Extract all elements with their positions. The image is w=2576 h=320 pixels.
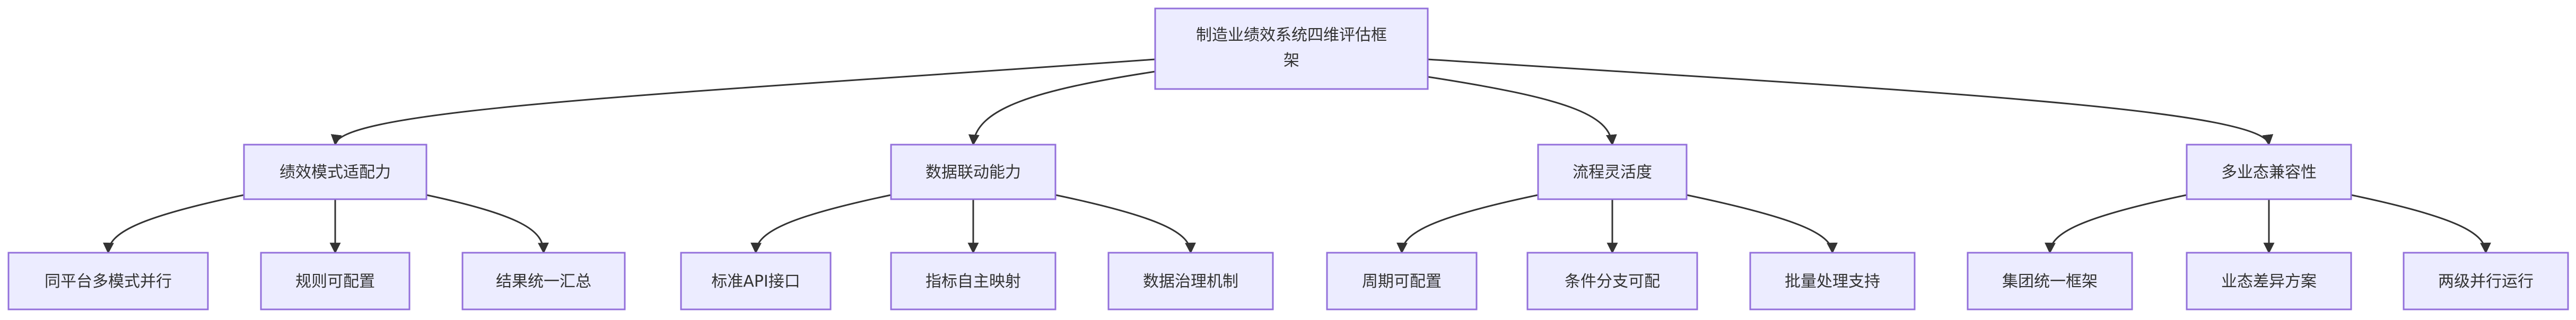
leaf-node-1-3: 结果统一汇总 [461, 252, 626, 310]
leaf-node-3-1-label: 周期可配置 [1362, 272, 1442, 291]
leaf-node-3-3-label: 批量处理支持 [1785, 272, 1880, 291]
edge-dimension-1-to-child-1 [103, 194, 244, 254]
edge-root-to-dimension-4 [1427, 58, 2274, 146]
leaf-node-2-1-label: 标准API接口 [711, 272, 800, 291]
edge-dimension-2-to-child-3 [1055, 194, 1196, 254]
edge-dimension-1-to-child-3 [426, 194, 549, 254]
dimension-node-2-label: 数据联动能力 [925, 163, 1021, 182]
dimension-node-4: 多业态兼容性 [2186, 144, 2352, 200]
leaf-node-4-1: 集团统一框架 [1967, 252, 2133, 310]
edge-dimension-4-to-child-3 [2351, 194, 2491, 254]
root-node: 制造业绩效系统四维评估框 架 [1154, 7, 1429, 90]
leaf-node-1-2-label: 规则可配置 [295, 272, 375, 291]
edge-dimension-3-to-child-1 [1396, 194, 1539, 254]
edge-root-to-dimension-3 [1427, 76, 1617, 146]
root-node-label-line2: 架 [1283, 51, 1299, 70]
leaf-node-3-1: 周期可配置 [1326, 252, 1478, 310]
leaf-node-1-3-label: 结果统一汇总 [496, 272, 591, 291]
leaf-node-4-1-label: 集团统一框架 [2002, 272, 2098, 291]
leaf-node-1-1: 同平台多模式并行 [7, 252, 209, 310]
edge-dimension-4-to-child-1 [2045, 194, 2187, 254]
leaf-node-3-3: 批量处理支持 [1749, 252, 1916, 310]
leaf-node-1-1-label: 同平台多模式并行 [45, 272, 172, 291]
leaf-node-2-1: 标准API接口 [680, 252, 832, 310]
leaf-node-4-2: 业态差异方案 [2186, 252, 2352, 310]
leaf-node-2-2-label: 指标自主映射 [925, 272, 1021, 291]
root-node-label-line1: 制造业绩效系统四维评估框 [1196, 26, 1387, 45]
dimension-node-3: 流程灵活度 [1537, 144, 1688, 200]
leaf-node-3-2-label: 条件分支可配 [1565, 272, 1660, 291]
leaf-node-2-2: 指标自主映射 [890, 252, 1056, 310]
leaf-node-4-3-label: 两级并行运行 [2438, 272, 2534, 291]
leaf-node-4-2-label: 业态差异方案 [2221, 272, 2317, 291]
dimension-node-3-label: 流程灵活度 [1573, 163, 1652, 182]
edge-dimension-2-to-child-1 [750, 194, 892, 254]
edge-root-to-dimension-2 [968, 70, 1156, 146]
dimension-node-1-label: 绩效模式适配力 [280, 163, 391, 182]
leaf-node-1-2: 规则可配置 [260, 252, 411, 310]
leaf-node-2-3-label: 数据治理机制 [1143, 272, 1238, 291]
dimension-node-4-label: 多业态兼容性 [2221, 163, 2317, 182]
leaf-node-4-3: 两级并行运行 [2403, 252, 2569, 310]
leaf-node-3-2: 条件分支可配 [1526, 252, 1698, 310]
leaf-node-2-3: 数据治理机制 [1107, 252, 1274, 310]
dimension-node-2: 数据联动能力 [890, 144, 1056, 200]
edge-root-to-dimension-1 [330, 58, 1156, 146]
dimension-node-1: 绩效模式适配力 [243, 144, 427, 200]
edge-dimension-3-to-child-3 [1686, 194, 1838, 254]
